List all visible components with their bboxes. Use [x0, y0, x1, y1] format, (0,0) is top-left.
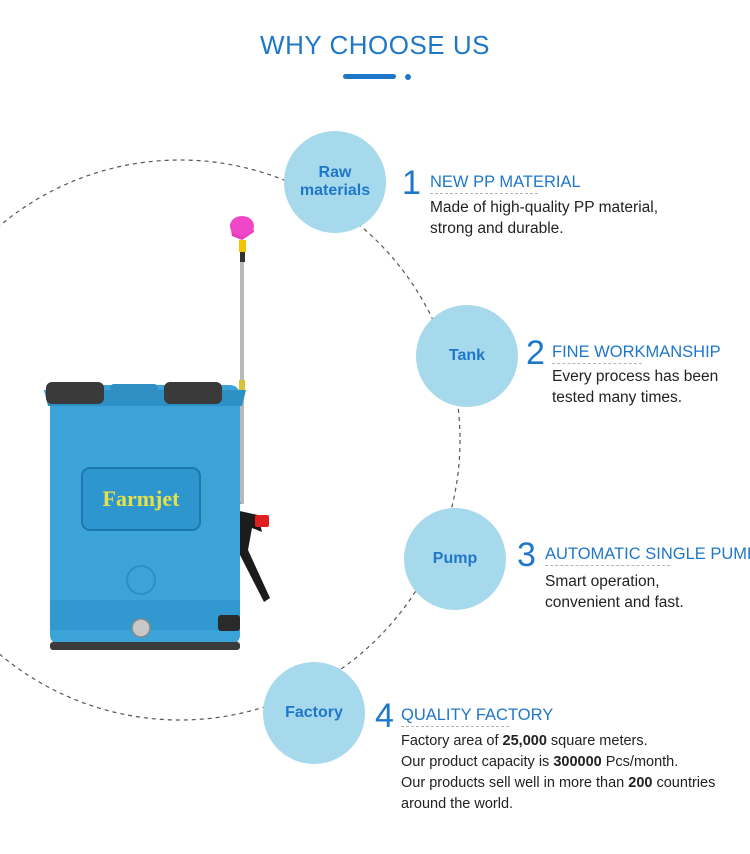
feature-4-heading: QUALITY FACTORY [401, 706, 554, 724]
feature-1-number: 1 [402, 164, 421, 202]
brand-text: Farmjet [103, 486, 181, 511]
feature-3-heading: AUTOMATIC SINGLE PUMP [545, 545, 750, 563]
feature-3-number: 3 [517, 536, 536, 574]
feature-1-desc-line: Made of high-quality PP material, [430, 199, 659, 216]
feature-3-bubble: Pump [404, 508, 506, 610]
feature-2-description: Every process has been tested many times… [552, 366, 718, 408]
feature-4-desc-line: around the world. [401, 796, 514, 812]
feature-2-bubble: Tank [416, 305, 518, 407]
feature-2-desc-line: tested many times. [552, 389, 683, 406]
page-title: WHY CHOOSE US [260, 30, 490, 60]
feature-4-bubble: Factory [263, 662, 365, 764]
feature-2-desc-line: Every process has been [552, 368, 719, 385]
title-underline-bar [343, 74, 396, 79]
feature-2-heading: FINE WORKMANSHIP [552, 343, 721, 361]
feature-4-description: Factory area of 25,000 square meters. Ou… [401, 731, 715, 815]
feature-2-divider [552, 363, 642, 364]
feature-1-bubble: Raw materials [284, 131, 386, 233]
feature-3-desc-line: Smart operation, [545, 573, 660, 590]
feature-4-desc-line: Factory area of 25,000 square meters. [401, 733, 648, 749]
feature-1-heading: NEW PP MATERIAL [430, 173, 581, 191]
feature-3-desc-line: convenient and fast. [545, 594, 684, 611]
feature-4-divider [401, 726, 509, 727]
sprayer-image: Farmjet [44, 216, 270, 650]
title-underline-dot [405, 74, 411, 80]
feature-1-divider [430, 193, 538, 194]
feature-1-desc-line: strong and durable. [430, 220, 564, 237]
feature-4-number: 4 [375, 697, 394, 735]
feature-4-desc-line: Our product capacity is 300000 Pcs/month… [401, 754, 679, 770]
feature-1-description: Made of high-quality PP material, strong… [430, 197, 658, 239]
feature-3-divider [545, 565, 670, 566]
feature-2-number: 2 [526, 334, 545, 372]
feature-4-desc-line: Our products sell well in more than 200 … [401, 775, 716, 791]
feature-3-description: Smart operation, convenient and fast. [545, 571, 684, 613]
